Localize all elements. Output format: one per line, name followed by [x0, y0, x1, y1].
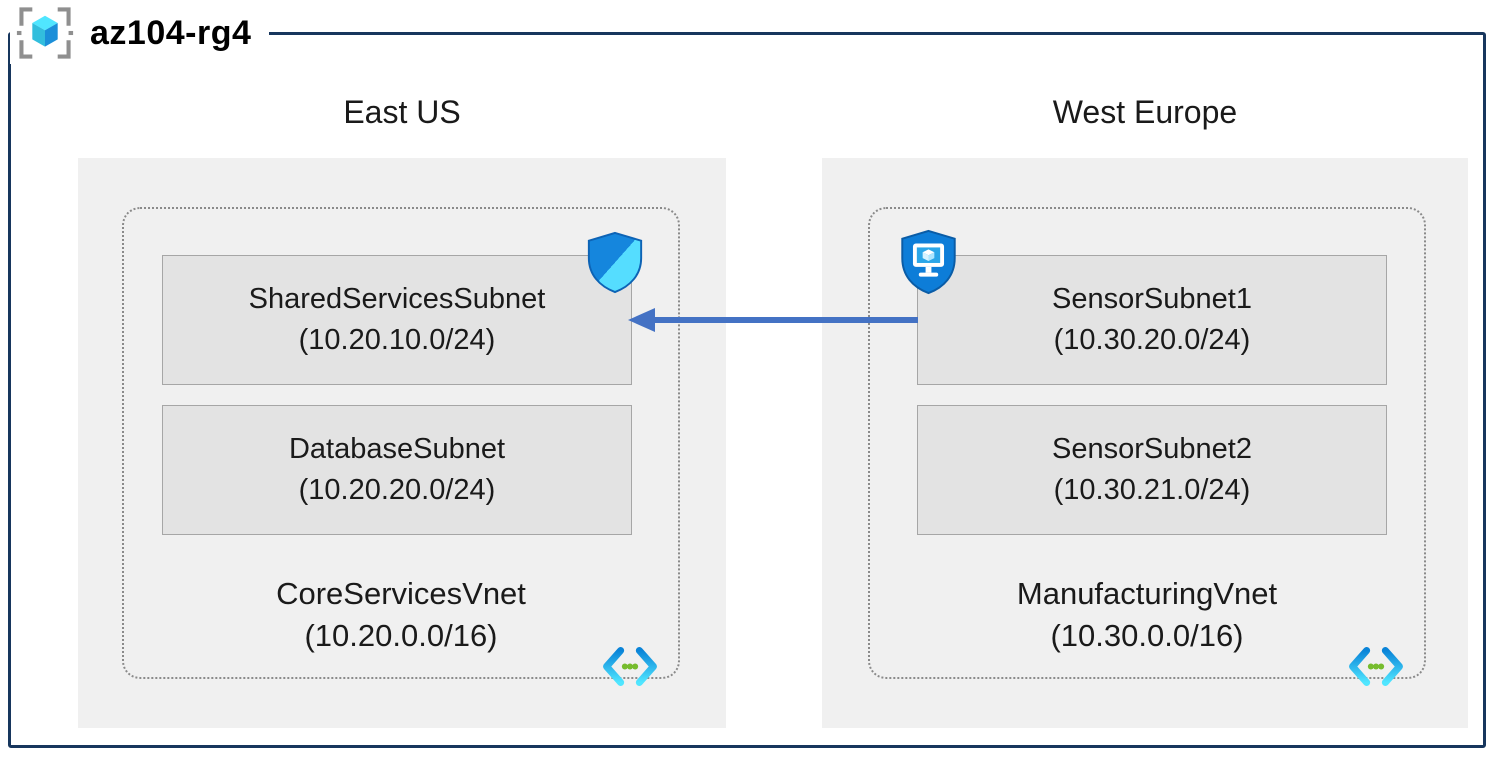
shield-monitor-icon: [901, 229, 956, 295]
region-label-east-us: East US: [343, 94, 461, 130]
vnet-name: CoreServicesVnet: [276, 576, 526, 611]
subnet-name: SensorSubnet1: [1052, 283, 1252, 315]
subnet-cidr: (10.30.21.0/24): [1053, 474, 1251, 506]
subnet-sharedservicessubnet: SharedServicesSubnet (10.20.10.0/24): [162, 255, 632, 385]
resource-group-icon: [16, 7, 74, 59]
subnet-cidr: (10.20.10.0/24): [298, 324, 496, 356]
vnet-cidr: (10.20.0.0/16): [304, 618, 498, 653]
subnet-sensorsubnet1: SensorSubnet1 (10.30.20.0/24): [917, 255, 1387, 385]
vnet-cidr: (10.30.0.0/16): [1050, 618, 1244, 653]
vnet-name: ManufacturingVnet: [1016, 576, 1278, 611]
subnet-cidr: (10.30.20.0/24): [1053, 324, 1251, 356]
resource-group-header: az104-rg4: [10, 2, 270, 64]
vnet-label-manufacturingvnet: ManufacturingVnet (10.30.0.0/16): [870, 573, 1424, 657]
vnet-boundary-coreservicesvnet: SharedServicesSubnet (10.20.10.0/24) Dat…: [122, 207, 680, 686]
subnet-databasesubnet: DatabaseSubnet (10.20.20.0/24): [162, 405, 632, 535]
resource-group-name: az104-rg4: [90, 13, 252, 52]
peering-arrow-head: [628, 308, 655, 332]
region-label-west-europe: West Europe: [1052, 94, 1238, 130]
nsg-shield-icon: [587, 231, 643, 294]
virtual-network-icon: [603, 647, 657, 686]
resource-group-frame: [8, 32, 1486, 748]
subnet-name: SharedServicesSubnet: [248, 283, 546, 315]
vnet-label-coreservicesvnet: CoreServicesVnet (10.20.0.0/16): [124, 573, 678, 657]
peering-arrow-line: [652, 317, 918, 323]
subnet-name: DatabaseSubnet: [288, 433, 506, 465]
vnet-boundary-manufacturingvnet: SensorSubnet1 (10.30.20.0/24) SensorSubn…: [868, 207, 1426, 686]
subnet-cidr: (10.20.20.0/24): [298, 474, 496, 506]
subnet-name: SensorSubnet2: [1052, 433, 1252, 465]
subnet-sensorsubnet2: SensorSubnet2 (10.30.21.0/24): [917, 405, 1387, 535]
virtual-network-icon: [1349, 647, 1403, 686]
